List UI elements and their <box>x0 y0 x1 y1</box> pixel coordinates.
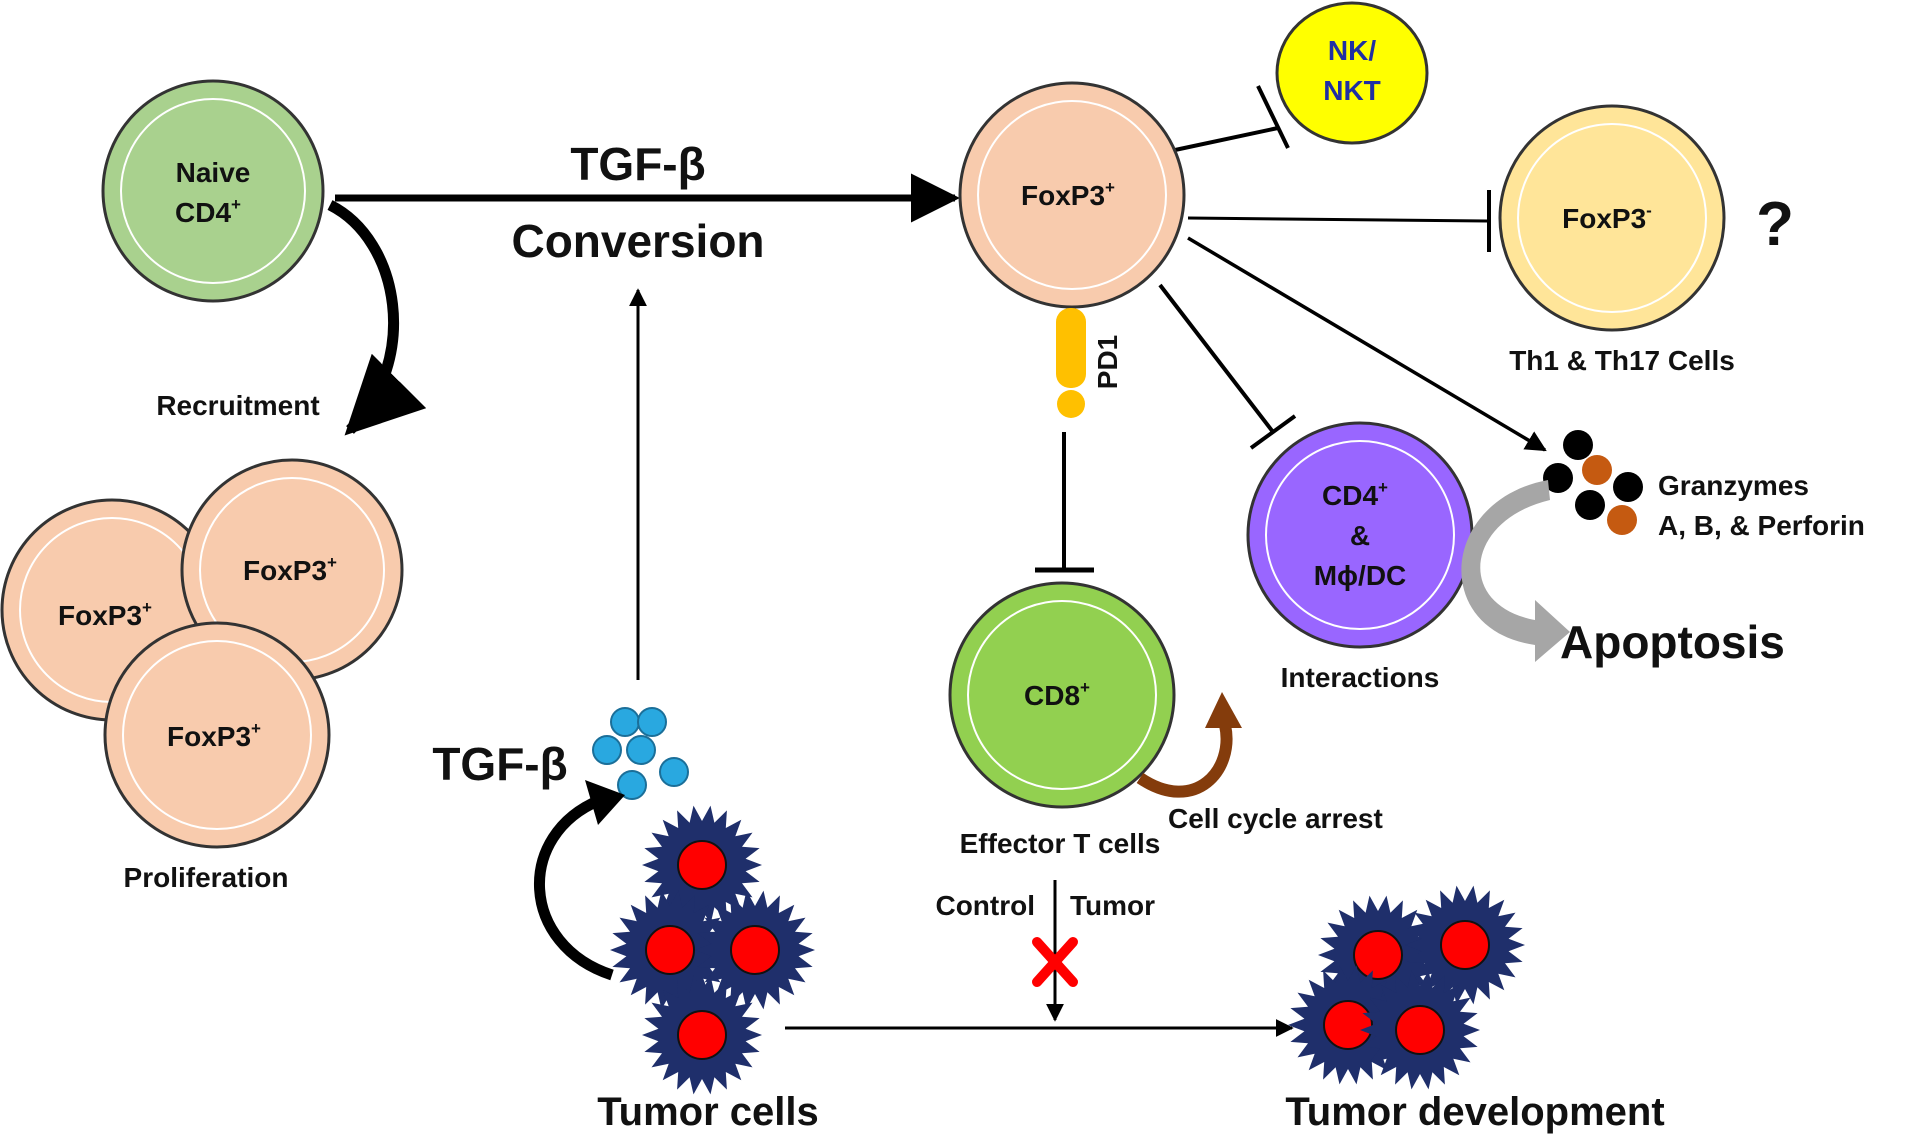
svg-text:FoxP3+: FoxP3+ <box>243 553 337 586</box>
tumor-cell <box>642 805 762 925</box>
cell-cycle-arrest-arrow <box>1136 723 1233 798</box>
apoptosis-label: Apoptosis <box>1560 616 1785 668</box>
nk-label: NK/ <box>1328 35 1376 66</box>
cd4-mdc-line3: Mϕ/DC <box>1314 560 1407 591</box>
cd4-mdc-line2: & <box>1350 520 1370 551</box>
cd8-cell: CD8+ <box>948 581 1176 809</box>
tumor-development-cluster <box>1288 885 1525 1090</box>
control-label: Control <box>935 890 1035 921</box>
cell-cycle-arrow-head <box>1205 692 1242 728</box>
svg-text:FoxP3+: FoxP3+ <box>167 719 261 752</box>
naive-cd4-label: CD4+ <box>175 195 241 228</box>
conversion-label: Conversion <box>511 215 764 267</box>
cd8-label: CD8+ <box>1024 678 1090 711</box>
cd4-mdc-cell: CD4+ & Mϕ/DC <box>1246 421 1474 649</box>
inhibition-nk <box>1174 85 1290 152</box>
tumor-cells-label: Tumor cells <box>597 1090 819 1134</box>
foxp3-to-granzymes-arrow <box>1187 236 1547 452</box>
tumor-to-tgf-arrow-head <box>585 780 625 825</box>
tumor-cells-cluster <box>610 805 815 1095</box>
recruitment-arrow <box>327 200 427 436</box>
interactions-label: Interactions <box>1281 662 1440 693</box>
proliferation-label: Proliferation <box>124 862 289 893</box>
recruitment-label: Recruitment <box>156 390 319 421</box>
foxp3-negative-cell: FoxP3- <box>1498 104 1726 332</box>
foxp3-main-label: FoxP3+ <box>1021 178 1115 211</box>
tumor-cell <box>695 890 815 1010</box>
block-cross-icon <box>1032 937 1078 987</box>
developed-tumor-cell <box>1405 885 1525 1005</box>
th-cells-label: Th1 & Th17 Cells <box>1509 345 1735 376</box>
pd1-label: PD1 <box>1092 335 1123 389</box>
tumor-to-tgf-arrow <box>534 794 614 981</box>
proliferating-foxp3-cell-bottom: FoxP3+ <box>103 621 331 849</box>
inhibition-cd8 <box>1035 432 1094 573</box>
tumor-label: Tumor <box>1070 890 1155 921</box>
svg-text:FoxP3+: FoxP3+ <box>58 598 152 631</box>
pd1-receptor: PD1 <box>1056 308 1123 418</box>
nk-nkt-cell: NK/ NKT <box>1275 1 1429 145</box>
cell-cycle-label: Cell cycle arrest <box>1168 803 1383 834</box>
nkt-label: NKT <box>1323 75 1381 106</box>
inhibition-cd4-mdc <box>1158 283 1297 450</box>
tumor-development-label: Tumor development <box>1285 1090 1664 1134</box>
foxp3-positive-cell: FoxP3+ <box>958 81 1186 309</box>
effector-label: Effector T cells <box>960 828 1161 859</box>
inhibition-foxp3-neg <box>1187 190 1491 252</box>
tgf-beta-dots <box>592 707 689 800</box>
granzymes-label-2: A, B, & Perforin <box>1658 510 1865 541</box>
developed-tumor-cell <box>1360 970 1480 1090</box>
naive-cd4-cell: Naive CD4+ <box>101 79 325 303</box>
apoptosis-arrow <box>1461 480 1570 662</box>
tumor-cell <box>610 890 730 1010</box>
granzymes-label-1: Granzymes <box>1658 470 1809 501</box>
tumor-cell <box>642 975 762 1095</box>
cd4-mdc-line1: CD4+ <box>1322 478 1388 511</box>
foxp3-neg-label: FoxP3- <box>1562 201 1652 234</box>
naive-label: Naive <box>176 157 251 188</box>
tgf-beta-top-label: TGF-β <box>570 138 705 190</box>
question-mark: ? <box>1756 190 1794 259</box>
granzymes-cluster <box>1543 430 1643 535</box>
tgf-beta-left-label: TGF-β <box>432 738 567 790</box>
proliferation-cluster: FoxP3+ FoxP3+ FoxP3+ Proliferation <box>0 458 404 893</box>
